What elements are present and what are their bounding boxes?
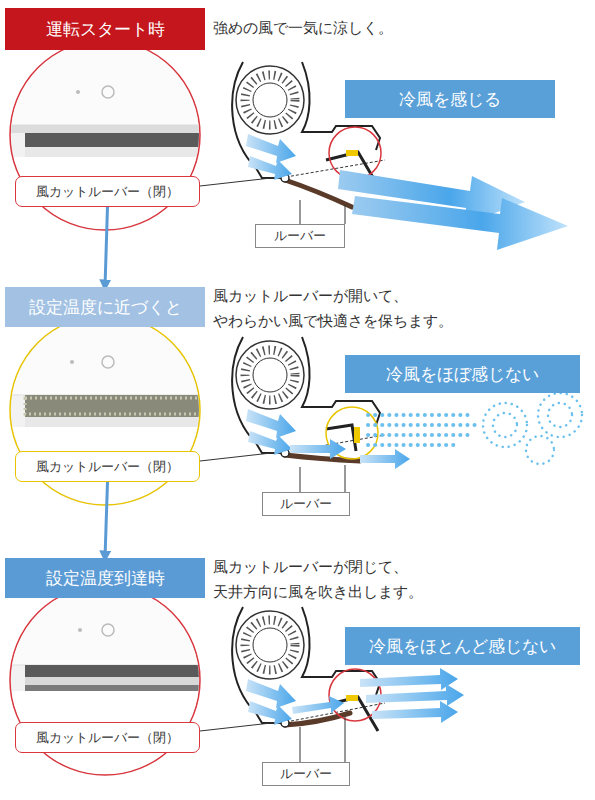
leader-line xyxy=(300,727,301,762)
leader-line xyxy=(200,452,280,461)
fan-blades xyxy=(245,620,295,670)
wind-cut-mark xyxy=(354,427,360,443)
mechanism xyxy=(200,337,582,492)
fan-hub xyxy=(253,628,287,662)
ac-flap xyxy=(25,147,205,157)
description-text: 強めの風で一気に涼しく。 xyxy=(213,16,583,41)
part-tag: 風カットルーバー（閉） xyxy=(15,722,200,753)
leader-line xyxy=(345,717,346,762)
dotted-stream xyxy=(368,443,460,447)
air-arrow xyxy=(290,439,346,459)
fan-hub xyxy=(253,358,287,392)
swirl xyxy=(538,393,582,437)
air-arrow xyxy=(366,684,464,706)
dotted-stream xyxy=(368,423,478,427)
dotted-stream xyxy=(368,433,470,437)
feeling-callout: 冷風を感じる xyxy=(345,80,555,118)
node-text: 冷風をほぼ感じない xyxy=(386,363,539,386)
leader-line xyxy=(200,722,280,731)
part-tag: ルーバー xyxy=(255,224,345,248)
node-text: ルーバー xyxy=(280,495,332,513)
ac-vent-open xyxy=(25,395,205,417)
air-arrow xyxy=(248,431,292,455)
leader-line xyxy=(300,200,301,224)
ac-sensor xyxy=(102,624,114,636)
stage-band: 運転スタート時 xyxy=(5,8,205,50)
ac-flap xyxy=(25,677,205,685)
ac-below xyxy=(0,427,200,507)
ac-sensor xyxy=(102,356,114,368)
ac-lamp xyxy=(70,360,74,364)
node-text: 設定温度に近づくと xyxy=(29,296,182,319)
soft-air xyxy=(368,415,478,445)
ac-lamp xyxy=(78,628,82,632)
louver-blade xyxy=(285,713,350,725)
node-text: 運転スタート時 xyxy=(46,18,165,41)
swirl xyxy=(483,403,527,447)
node-text: 冷風を感じる xyxy=(399,88,501,111)
node-text: 冷風をほとんど感じない xyxy=(369,635,556,658)
swirl xyxy=(526,436,554,464)
node-text: ルーバー xyxy=(280,765,332,783)
soft-air-swirl xyxy=(483,393,582,464)
node-text: 風カットルーバー（閉） xyxy=(36,458,179,476)
air-arrow xyxy=(360,449,410,469)
air-arrow-large xyxy=(352,196,568,250)
node-text: 風カットルーバー（閉） xyxy=(36,729,179,747)
louver-blade xyxy=(285,455,360,461)
stage-band: 設定温度に近づくと xyxy=(5,287,205,327)
fan xyxy=(236,611,304,679)
ac-grille xyxy=(25,398,205,414)
node-text: ルーバー xyxy=(274,227,326,245)
ac-vent xyxy=(25,133,205,147)
part-tag: 風カットルーバー（閉） xyxy=(15,176,200,207)
leader-line xyxy=(200,177,280,186)
dotted-stream xyxy=(368,413,470,417)
leader-line xyxy=(300,467,301,492)
ac-body xyxy=(0,40,200,125)
leader-line xyxy=(345,465,346,492)
fan-hub xyxy=(253,83,287,117)
air-arrow xyxy=(248,156,292,180)
fan xyxy=(236,341,304,409)
ac-below xyxy=(0,157,200,237)
ac-vent xyxy=(25,685,205,691)
swirl xyxy=(493,413,517,437)
wind-cut-mark xyxy=(346,150,358,156)
fan xyxy=(236,66,304,134)
stage-band: 設定温度到達時 xyxy=(5,558,205,598)
swirl xyxy=(548,403,572,427)
wind-cut-mark xyxy=(346,695,358,701)
air-arrow xyxy=(292,696,344,714)
part-tag: ルーバー xyxy=(262,492,350,516)
ac-body xyxy=(0,315,200,395)
leader-line xyxy=(345,205,346,224)
flow-arrow xyxy=(105,482,108,558)
part-tag: 風カットルーバー（閉） xyxy=(15,451,200,482)
description-text: 風カットルーバーが閉じて、 天井方向に風を吹き出します。 xyxy=(213,555,513,605)
air-arrow xyxy=(248,701,292,725)
ac-below xyxy=(0,691,200,781)
part-tag: ルーバー xyxy=(262,762,350,786)
air-arrow xyxy=(372,701,458,723)
description-text: 風カットルーバーが開いて、 やわらかい風で快適さを保ちます。 xyxy=(213,284,513,334)
mechanism xyxy=(200,62,568,250)
ac-edge xyxy=(0,125,200,133)
fan-blades xyxy=(245,350,295,400)
highlight-circle xyxy=(329,127,381,179)
fan-blades xyxy=(245,75,295,125)
flow-arrow xyxy=(105,207,108,287)
ac-sensor xyxy=(102,86,114,98)
node-text: 設定温度到達時 xyxy=(46,567,165,590)
feeling-callout: 冷風をほぼ感じない xyxy=(345,355,580,393)
air-arrow xyxy=(360,668,458,690)
ac-flap xyxy=(25,417,205,427)
ac-vent xyxy=(25,665,205,677)
ac-lamp xyxy=(76,90,80,94)
node-text: 風カットルーバー（閉） xyxy=(36,183,179,201)
feeling-callout: 冷風をほとんど感じない xyxy=(345,627,580,665)
